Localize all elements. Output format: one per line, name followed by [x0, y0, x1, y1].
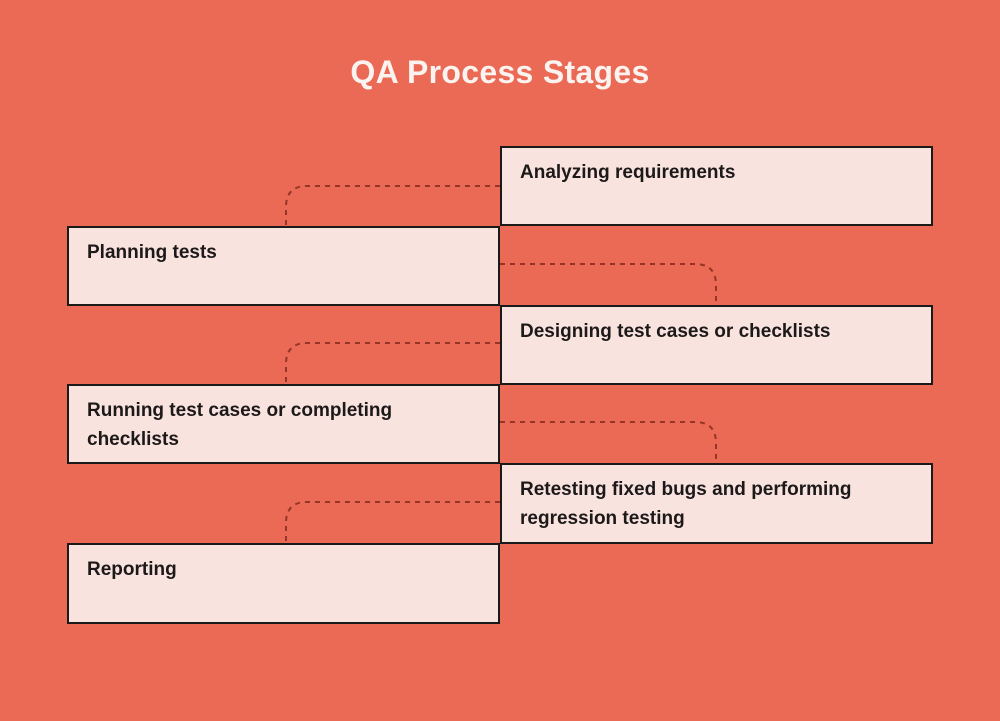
- connector-dashed-line: [500, 263, 717, 304]
- stage-box-analyzing-requirements: Analyzing requirements: [500, 146, 933, 226]
- connector-dashed-line: [285, 342, 500, 383]
- stage-label: Reporting: [87, 559, 177, 580]
- connector-dashed-line: [285, 185, 500, 225]
- stage-box-running-test-cases: Running test cases or completing checkli…: [67, 384, 500, 464]
- diagram-title: QA Process Stages: [350, 54, 650, 90]
- stage-box-retesting-fixed-bugs: Retesting fixed bugs and performing regr…: [500, 463, 933, 544]
- stage-label: Running test cases or completing checkli…: [87, 400, 393, 450]
- stage-box-reporting: Reporting: [67, 543, 500, 624]
- stage-box-planning-tests: Planning tests: [67, 226, 500, 306]
- stage-label: Designing test cases or checklists: [520, 321, 831, 342]
- stage-label: Planning tests: [87, 242, 217, 263]
- stage-label: Retesting fixed bugs and performing regr…: [520, 479, 852, 529]
- stage-box-designing-test-cases: Designing test cases or checklists: [500, 305, 933, 385]
- connector-dashed-line: [500, 421, 717, 462]
- connector-dashed-line: [285, 501, 500, 542]
- stage-label: Analyzing requirements: [520, 162, 736, 183]
